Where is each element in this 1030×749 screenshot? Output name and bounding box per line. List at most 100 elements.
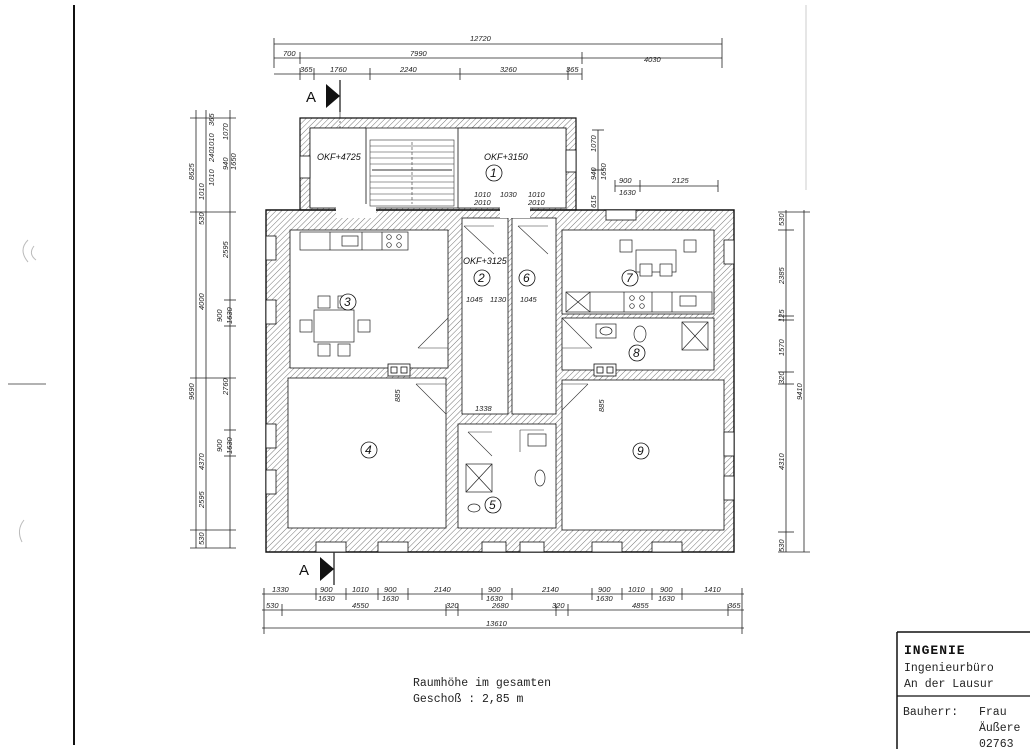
dim-right-top-2: 940 — [589, 167, 598, 180]
dim-bottom-3: 1630 — [318, 594, 336, 603]
dim-left-inner-1: 530 — [197, 212, 206, 225]
top-dimensions — [273, 38, 723, 80]
dim-east-1: 900 — [619, 176, 632, 185]
interior-dim-10: 885 — [393, 389, 402, 402]
dim-right-7: 530 — [777, 539, 786, 552]
room-2-number: 2 — [477, 271, 485, 285]
dim-bottom-4: 1010 — [352, 585, 370, 594]
dim-bottom-12: 1630 — [596, 594, 614, 603]
interior-dim-6: 1045 — [466, 295, 484, 304]
dim-bottom-row2-7: 365 — [728, 601, 741, 610]
dim-left-top-3: 240 — [207, 149, 216, 163]
dim-left-inner-7: 530 — [197, 532, 206, 545]
staircase — [369, 139, 455, 207]
dim-left-outer-1: 8625 — [187, 162, 196, 180]
dim-stair-seg-4: 3260 — [500, 65, 518, 74]
dim-overall-width: 12720 — [470, 34, 492, 43]
dim-right-total: 9410 — [795, 382, 804, 400]
dim-bottom-14: 900 — [660, 585, 673, 594]
dim-bottom-16: 1410 — [704, 585, 722, 594]
dim-left-window-1: 900 — [215, 309, 224, 322]
title-block — [896, 631, 1030, 749]
dim-right-4: 1570 — [777, 338, 786, 356]
bottom-dimensions — [262, 588, 744, 634]
dim-bottom-row2-5: 320 — [552, 601, 565, 610]
interior-dim-8: 1045 — [520, 295, 538, 304]
interior-dim-3: 1030 — [500, 190, 518, 199]
bauherr-address-line1: Äußere — [979, 722, 1021, 735]
interior-dim-4: 1010 — [528, 190, 546, 199]
dim-left-outer-2: 9690 — [187, 382, 196, 400]
dim-east-3: 2125 — [671, 176, 690, 185]
dim-left-top-1: 365 — [207, 113, 216, 126]
dim-bottom-row2-1: 530 — [266, 601, 279, 610]
room-1-number: 1 — [490, 166, 497, 180]
dim-left-inner-2: 1010 — [197, 182, 206, 200]
interior-dim-9: 1338 — [475, 404, 493, 413]
dim-right-2: 2385 — [777, 266, 786, 285]
dim-bottom-5: 900 — [384, 585, 397, 594]
kitchen-counter-3 — [299, 231, 409, 251]
windows — [265, 149, 735, 553]
dim-left-top-6: 940 — [221, 157, 230, 170]
room-4-number: 4 — [365, 443, 372, 457]
east-top-dimensions — [614, 180, 719, 192]
dim-stair-seg-3: 2240 — [399, 65, 418, 74]
interior-dim-2: 2010 — [473, 198, 492, 207]
title-block-heading: INGENIE — [904, 643, 966, 658]
dim-bottom-7: 2140 — [433, 585, 452, 594]
dim-bottom-10: 2140 — [541, 585, 560, 594]
punch-mark-top — [22, 239, 37, 263]
dim-bottom-row2-3: 320 — [446, 601, 459, 610]
dim-left-top-2: 1010 — [207, 132, 216, 150]
ceiling-height-note-line2: Geschoß : 2,85 m — [413, 693, 524, 706]
section-label-bottom: A — [299, 562, 309, 579]
section-label-top: A — [306, 89, 316, 106]
chimneys — [387, 363, 617, 377]
interior-dim-5: 2010 — [527, 198, 546, 207]
dining-table-3 — [299, 295, 371, 357]
room-5-number: 5 — [489, 498, 496, 512]
bauherr-label: Bauherr: — [903, 706, 958, 719]
interior-dim-11: 885 — [597, 399, 606, 412]
door-swings — [415, 225, 593, 457]
punch-mark-bottom — [18, 519, 25, 543]
bathroom-fixtures-8 — [595, 321, 709, 351]
dim-top-seg-3: 4030 — [644, 55, 662, 64]
title-block-line1: Ingenieurbüro — [904, 662, 994, 675]
dim-left-window-3: 900 — [215, 439, 224, 452]
dim-stair-seg-2: 1760 — [330, 65, 348, 74]
right-dimensions — [592, 129, 810, 553]
bathroom-fixtures-5 — [465, 433, 547, 513]
level-label-3: OKF+3125 — [463, 256, 508, 266]
dim-bottom-6: 1630 — [382, 594, 400, 603]
dim-left-top-7: 1070 — [221, 122, 230, 140]
dim-left-top-5: 1650 — [229, 152, 238, 170]
dim-stair-seg-1: 365 — [300, 65, 313, 74]
interior-dim-1: 1010 — [474, 190, 492, 199]
dim-left-window-2: 1630 — [225, 306, 234, 324]
dim-right-1: 530 — [777, 213, 786, 226]
dim-bottom-row2-2: 4550 — [352, 601, 370, 610]
dim-left-inner-3: 2595 — [221, 240, 230, 259]
dim-right-6: 4310 — [777, 452, 786, 470]
dim-left-inner-6: 2595 — [197, 490, 206, 509]
room-9-number: 9 — [637, 444, 644, 458]
dim-stair-seg-5: 365 — [566, 65, 579, 74]
room-3-number: 3 — [344, 295, 351, 309]
dim-right-top-1: 1070 — [589, 134, 598, 152]
dim-bottom-8: 900 — [488, 585, 501, 594]
bauherr-address-line2: 02763 — [979, 738, 1014, 749]
dim-bottom-total: 13610 — [486, 619, 508, 628]
dim-bottom-2: 900 — [320, 585, 333, 594]
dim-bottom-row2-4: 2680 — [491, 601, 510, 610]
dim-right-top-4: 615 — [589, 195, 598, 208]
dim-left-inner-5: 2760 — [221, 377, 230, 396]
dim-bottom-1: 1330 — [272, 585, 290, 594]
dim-east-2: 1630 — [619, 188, 637, 197]
dim-left-window-4: 1630 — [225, 436, 234, 454]
dim-right-top-3: 1650 — [599, 162, 608, 180]
dim-bottom-11: 900 — [598, 585, 611, 594]
dim-bottom-15: 1630 — [658, 594, 676, 603]
